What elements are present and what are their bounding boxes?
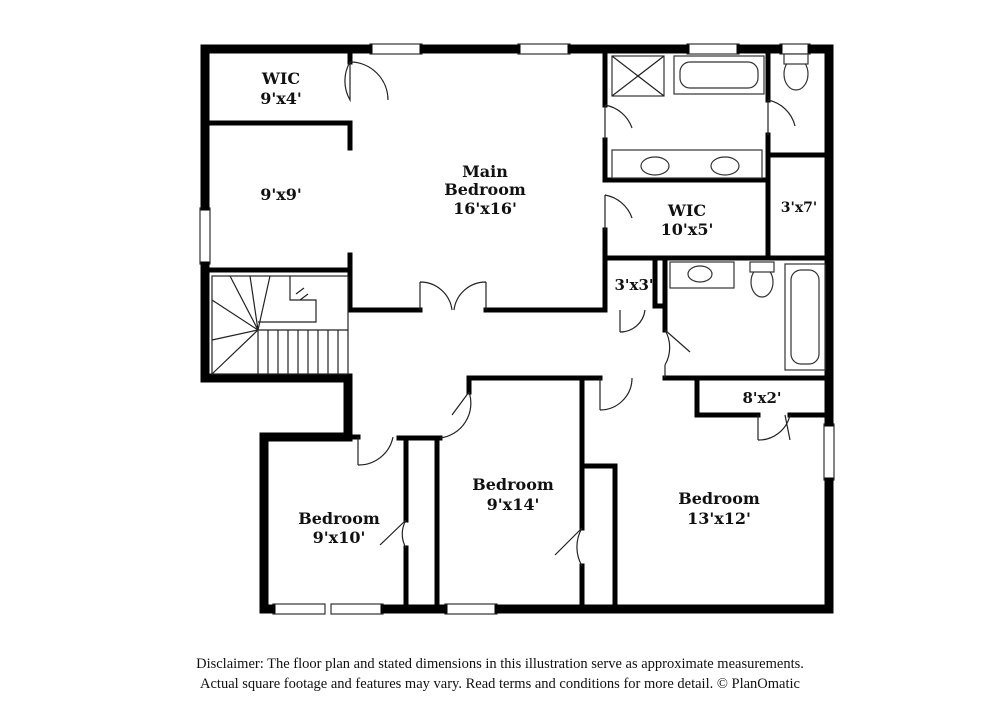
- room-name-bedroom: Bedroom: [444, 180, 526, 199]
- room-dim: 9'x4': [260, 89, 302, 108]
- room-dim: 9'x14': [487, 495, 540, 514]
- window: [272, 603, 326, 615]
- window: [823, 423, 835, 481]
- room-name-main: Main: [462, 162, 508, 181]
- doors: [344, 61, 796, 567]
- room-dim: 9'x10': [313, 528, 366, 547]
- window: [330, 603, 384, 615]
- disclaimer-line-1: Disclaimer: The floor plan and stated di…: [196, 656, 804, 672]
- window: [686, 43, 740, 55]
- interior-walls: [202, 46, 832, 612]
- floor-plan: WIC 9'x4' 9'x9' Main Bedroom 16'x16' WIC…: [199, 43, 835, 615]
- window: [199, 207, 211, 265]
- disclaimer-line-2: Actual square footage and features may v…: [200, 676, 800, 692]
- room-dim: 9'x9': [260, 185, 302, 204]
- window: [369, 43, 423, 55]
- room-dim: 16'x16': [453, 199, 517, 218]
- sink: [710, 156, 740, 176]
- room-dim: 3'x7': [781, 200, 817, 216]
- room-name-wic: WIC: [261, 69, 300, 88]
- door: [344, 61, 351, 103]
- exterior-walls: [200, 44, 834, 614]
- staircase: [211, 275, 349, 375]
- window: [517, 43, 571, 55]
- room-labels: WIC 9'x4' 9'x9' Main Bedroom 16'x16' WIC…: [260, 69, 817, 547]
- sink: [687, 265, 713, 283]
- room-name-wic: WIC: [667, 201, 706, 220]
- window: [444, 603, 498, 615]
- room-dim: 13'x12': [687, 509, 751, 528]
- room-name-bedroom: Bedroom: [298, 509, 380, 528]
- fixtures: [611, 53, 826, 371]
- room-dim: 3'x3': [614, 276, 653, 294]
- sink: [640, 156, 670, 176]
- room-dim: 10'x5': [661, 220, 714, 239]
- room-name-bedroom: Bedroom: [472, 475, 554, 494]
- room-dim: 8'x2': [742, 389, 781, 407]
- room-name-bedroom: Bedroom: [678, 489, 760, 508]
- disclaimer: Disclaimer: The floor plan and stated di…: [0, 654, 1000, 694]
- window: [779, 43, 811, 55]
- windows: [199, 43, 835, 615]
- vanity: [611, 149, 763, 179]
